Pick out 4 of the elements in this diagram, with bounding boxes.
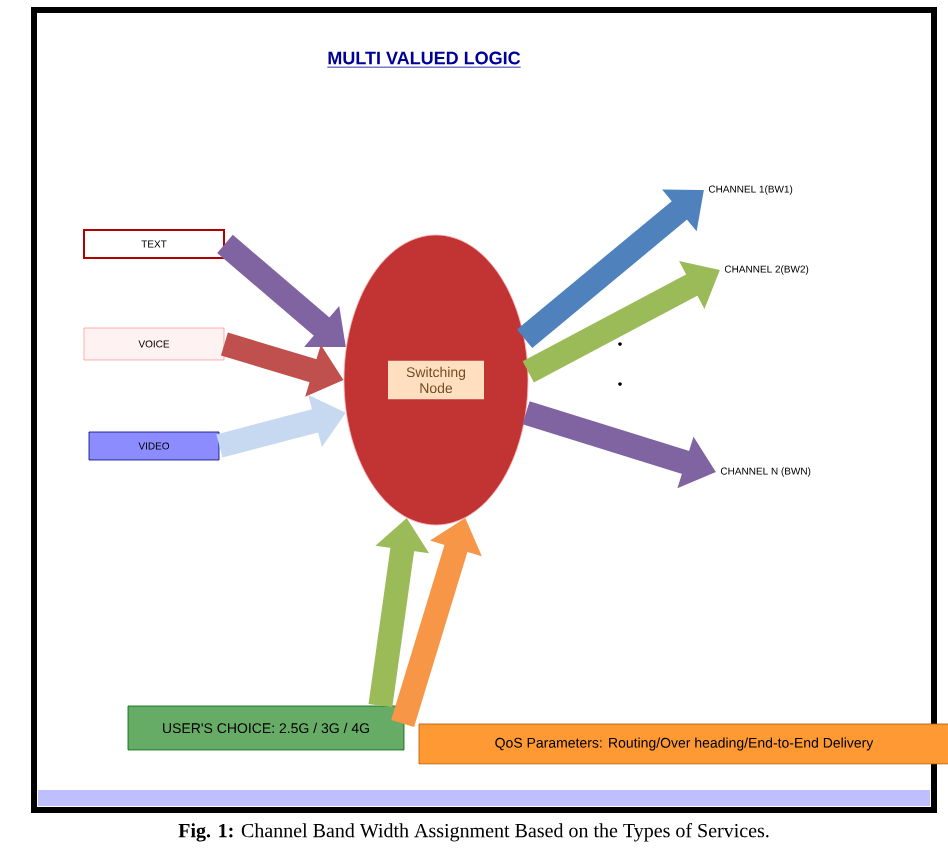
caption: Fig. 1: Channel Band Width Assignment Based on the Types of Services.: [178, 823, 769, 842]
block-arrow: [516, 189, 704, 348]
block-arrow: [217, 234, 346, 348]
title: MULTI VALUED LOGIC: [326, 51, 522, 68]
